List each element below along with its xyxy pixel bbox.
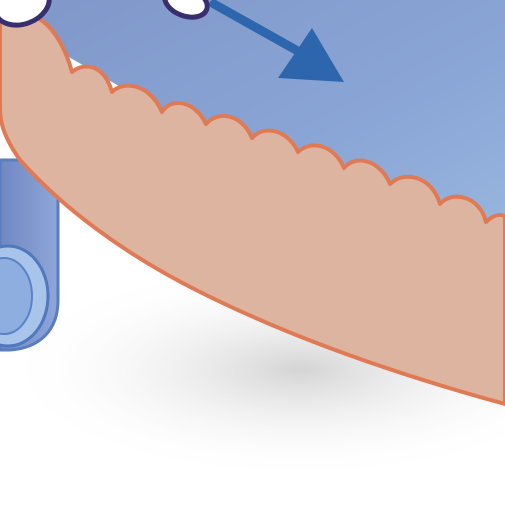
oval-particle-icon (0, 0, 210, 28)
diagonal-arrow-icon (209, 0, 344, 82)
cylinder-tube-icon (0, 158, 60, 352)
tissue-layer (0, 14, 505, 406)
